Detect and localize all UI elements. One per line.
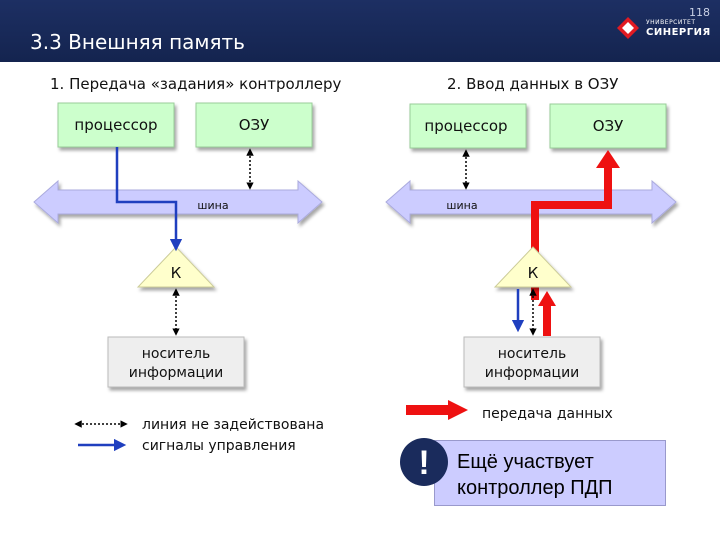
legend-data-transfer-arrowhead — [448, 400, 468, 420]
slide-title: 3.3 Внешняя память — [30, 30, 245, 54]
university-logo: УНИВЕРСИТЕТ СИНЕРГИЯ — [616, 12, 716, 52]
logo-icon — [617, 17, 639, 39]
right-data-transfer-arrowhead — [596, 150, 620, 168]
pdp-note-text: Ещё участвует контроллер ПДП — [457, 451, 613, 499]
warning-icon: ! — [400, 438, 448, 486]
warning-symbol: ! — [418, 444, 429, 482]
logo-name: СИНЕРГИЯ — [646, 27, 711, 38]
left-ram-label: ОЗУ — [239, 116, 270, 134]
left-controller-triangle — [136, 246, 216, 288]
header-bar: 3.3 Внешняя память 118 УНИВЕРСИТЕТ СИНЕР… — [0, 0, 720, 62]
right-panel-heading: 2. Ввод данных в ОЗУ — [447, 75, 619, 93]
left-storage-label-line1: носитель — [142, 346, 210, 362]
right-processor-label: процессор — [424, 117, 507, 135]
legend-data-transfer-label: передача данных — [482, 406, 613, 422]
left-bus-arrow — [33, 179, 323, 225]
right-controller-triangle — [493, 246, 573, 288]
legend-data-transfer-sample — [406, 405, 450, 415]
right-controller-label: К — [528, 264, 539, 282]
left-processor-box — [57, 102, 175, 148]
legend-unused-line-label: линия не задействована — [142, 417, 324, 433]
page-number: 118 — [689, 6, 710, 19]
right-ram-box — [549, 103, 667, 149]
legend-control-signal-label: сигналы управления — [142, 438, 296, 454]
right-bus-label: шина — [446, 199, 477, 212]
logo-subtitle: УНИВЕРСИТЕТ — [646, 19, 696, 26]
left-ram-box — [195, 102, 313, 148]
left-storage-label-line2: информации — [129, 365, 224, 381]
left-controller-label: К — [171, 264, 182, 282]
right-storage-label-line1: носитель — [498, 346, 566, 362]
right-storage-label-line2: информации — [485, 365, 580, 381]
right-ram-label: ОЗУ — [593, 117, 624, 135]
left-processor-label: процессор — [74, 116, 157, 134]
right-storage-data-arrowhead — [538, 291, 556, 306]
left-control-signal-path — [115, 147, 183, 252]
right-storage-box — [463, 336, 601, 388]
left-storage-box — [107, 336, 245, 388]
left-bus-label: шина — [197, 199, 228, 212]
pdp-note-box: Ещё участвует контроллер ПДП — [434, 440, 666, 506]
left-panel-heading: 1. Передача «задания» контроллеру — [50, 75, 342, 93]
right-processor-box — [409, 103, 527, 149]
